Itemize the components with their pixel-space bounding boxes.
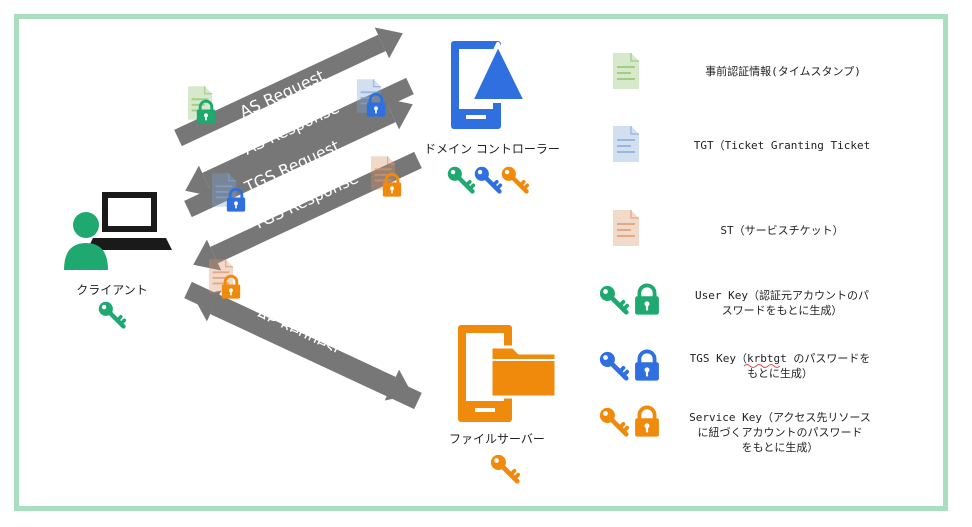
- service-key-icon: [502, 167, 528, 192]
- as-request-arrow: [174, 27, 403, 147]
- legend-st: ST（サービスチケット）: [612, 209, 844, 247]
- legend-user-key: User Key（認証元アカウントのパ スワードをもとに生成）: [600, 283, 869, 317]
- ap-response-arrow: [193, 290, 422, 410]
- legend-tgt-label: TGT（Ticket Granting Ticket: [694, 139, 871, 152]
- legend-tgt: TGT（Ticket Granting Ticket: [612, 125, 871, 163]
- legend-tgs-key-line1: TGS Key（krbtgt のパスワードを: [690, 352, 871, 365]
- domain-controller-label: ドメイン コントローラー: [424, 142, 560, 156]
- client-computer-icon: [87, 192, 172, 250]
- spellcheck-underline: [743, 364, 781, 368]
- user-key-icon: [99, 302, 125, 327]
- service-key-icon: [491, 455, 518, 481]
- legend-service-key: Service Key（アクセス先リソース に紐づくアカウントのパスワード をも…: [600, 405, 871, 454]
- file-server-label: ファイルサーバー: [449, 432, 545, 446]
- client-person-icon: [64, 212, 108, 270]
- orange-lock-icon: [634, 405, 660, 438]
- tgt-document-icon: [612, 125, 640, 163]
- domain-controller-server-icon: [451, 41, 528, 129]
- legend-preauth: 事前認証情報(タイムスタンプ): [612, 52, 861, 90]
- client-label: クライアント: [76, 283, 148, 297]
- legend-st-label: ST（サービスチケット）: [720, 224, 843, 237]
- legend-user-key-line2: スワードをもとに生成）: [722, 303, 843, 317]
- user-key-icon: [600, 286, 627, 312]
- legend-user-key-line1: User Key（認証元アカウントのパ: [695, 288, 869, 302]
- legend-service-key-line3: をもとに生成）: [742, 440, 819, 454]
- green-lock-icon: [634, 283, 660, 316]
- service-key-icon: [600, 408, 627, 434]
- blue-lock-icon: [634, 349, 660, 382]
- preauth-document-icon: [612, 52, 640, 90]
- tgs-key-icon: [475, 167, 501, 192]
- legend-tgs-key: TGS Key（krbtgt のパスワードを もとに生成）: [600, 349, 871, 382]
- tgs-key-icon: [600, 352, 627, 378]
- legend-service-key-line1: Service Key（アクセス先リソース: [689, 411, 871, 424]
- legend-preauth-label: 事前認証情報(タイムスタンプ): [705, 64, 861, 78]
- legend-tgs-key-line2: もとに生成）: [747, 366, 813, 380]
- folder-icon: [489, 345, 558, 399]
- user-key-icon: [448, 167, 474, 192]
- legend-service-key-line2: に紐づくアカウントのパスワード: [698, 426, 863, 439]
- st-document-icon: [612, 209, 640, 247]
